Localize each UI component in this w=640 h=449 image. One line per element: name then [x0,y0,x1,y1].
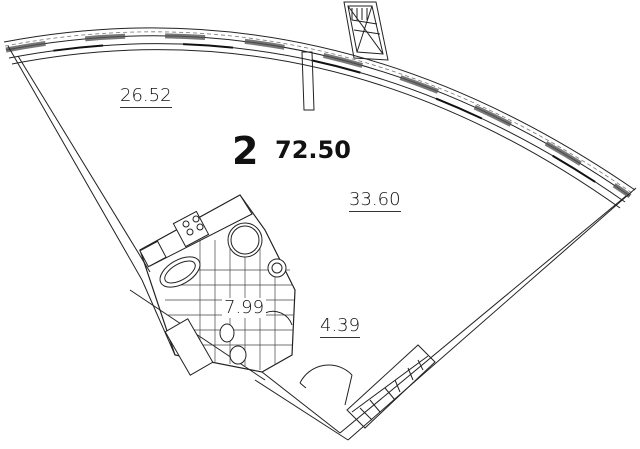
column [301,51,315,111]
room-area-hallway: 4.39 [320,315,361,338]
wardrobe [346,344,436,429]
total-area: 72.50 [275,136,351,164]
right-wall [339,187,637,441]
bottom-wall [254,371,349,441]
room-area-main: 33.60 [349,189,401,212]
left-wall [7,45,266,381]
bathroom-block [139,194,296,376]
entrance-door [299,364,353,406]
facade-wall [3,27,636,209]
room-area-living: 26.52 [120,85,172,108]
rooms-count: 2 [232,129,259,173]
room-area-bathroom: 7.99 [222,297,267,318]
balcony-box [343,1,389,61]
